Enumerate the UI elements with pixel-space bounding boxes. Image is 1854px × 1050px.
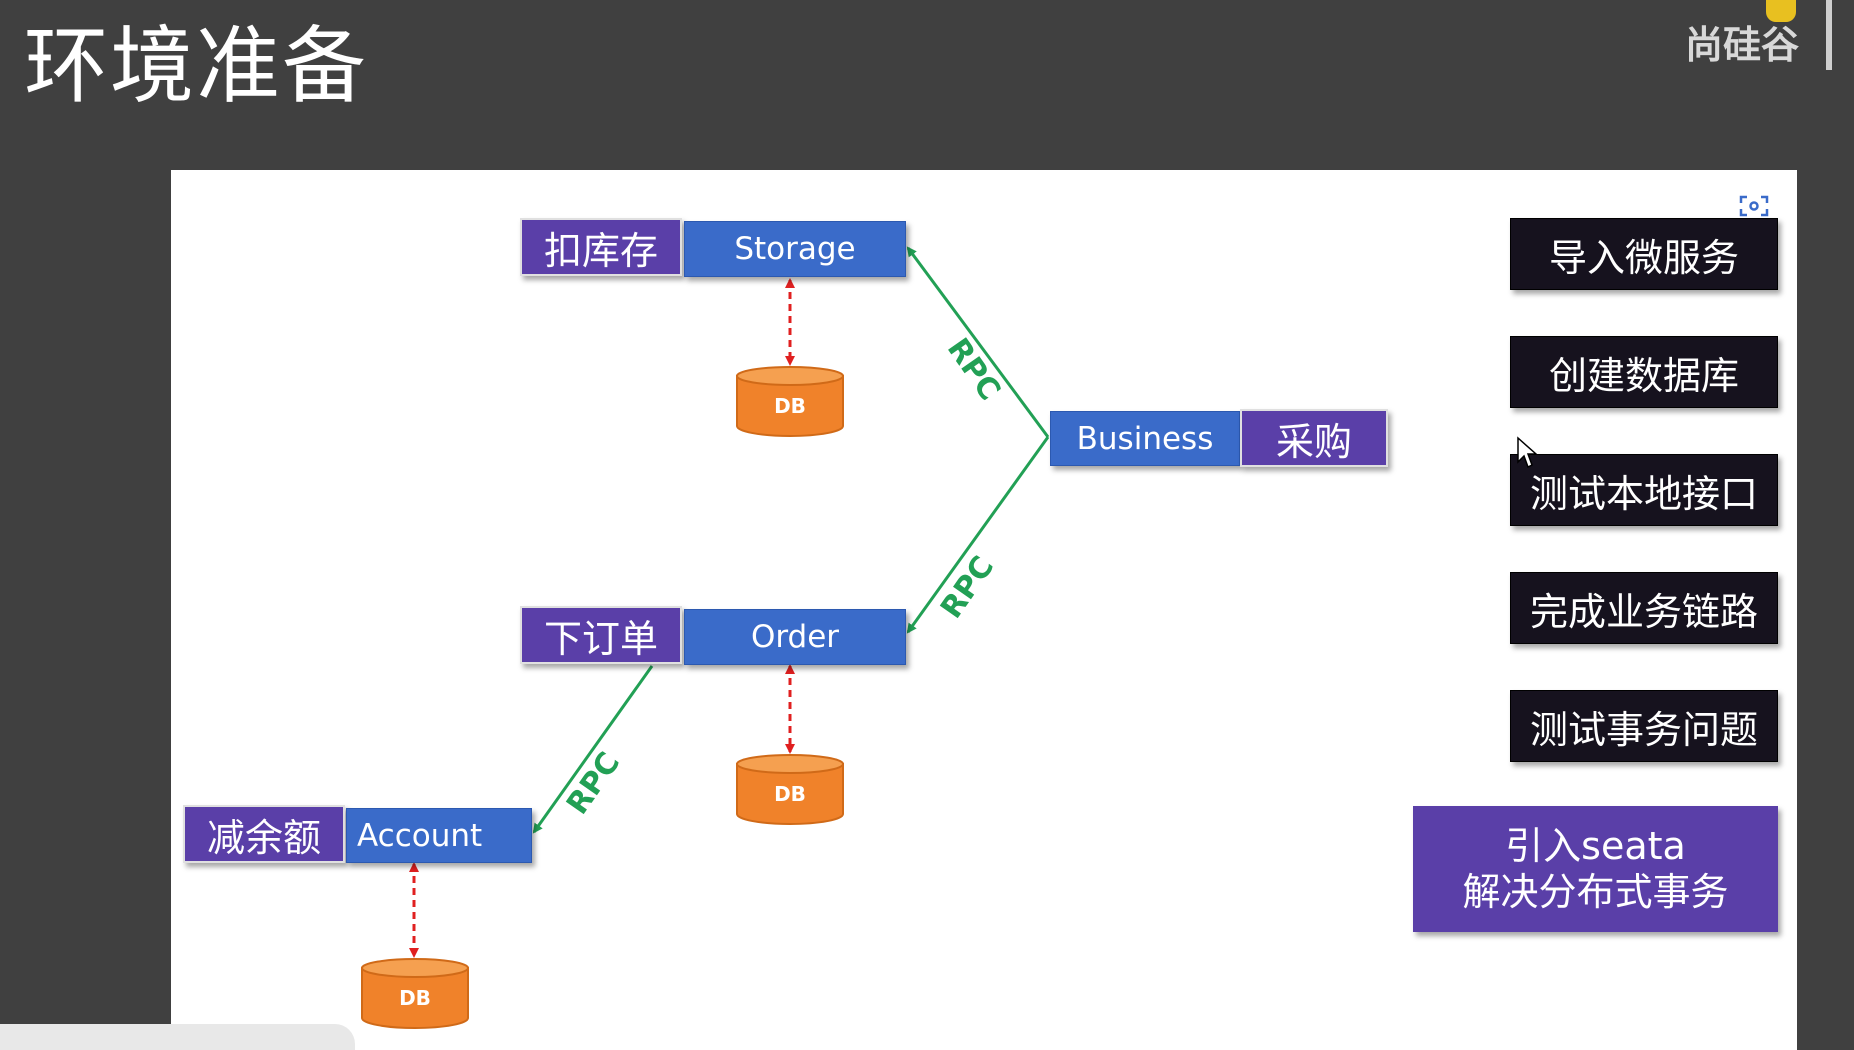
- tag-business: 采购: [1240, 409, 1388, 467]
- step-import-services: 导入微服务: [1510, 218, 1778, 290]
- seata-line1: 引入seata: [1505, 824, 1686, 868]
- database-icon: [361, 958, 469, 1029]
- rpc-line-business-order: [906, 436, 1050, 634]
- seata-box: 引入seata 解决分布式事务: [1413, 806, 1778, 932]
- service-order: Order: [684, 609, 906, 665]
- database-icon: [736, 366, 844, 437]
- brand-logo-text: 尚硅谷: [1685, 23, 1800, 67]
- db-storage: DB: [736, 366, 844, 438]
- step-test-local-api: 测试本地接口: [1510, 454, 1778, 526]
- step-test-transaction-issue: 测试事务问题: [1510, 690, 1778, 762]
- brand-side-icon: [1826, 0, 1854, 70]
- seata-line2: 解决分布式事务: [1462, 870, 1729, 914]
- brand-mark-icon: [1766, 0, 1796, 22]
- service-account: Account: [346, 808, 532, 863]
- service-business: Business: [1050, 411, 1240, 466]
- tag-account: 减余额: [183, 805, 345, 863]
- tag-order: 下订单: [520, 606, 682, 664]
- db-label: DB: [774, 394, 806, 418]
- tag-storage: 扣库存: [520, 218, 682, 276]
- service-storage: Storage: [684, 221, 906, 277]
- screenshot-focus-icon[interactable]: [1739, 195, 1769, 217]
- db-order: DB: [736, 754, 844, 826]
- database-icon: [736, 754, 844, 825]
- step-complete-business-chain: 完成业务链路: [1510, 572, 1778, 644]
- db-account: DB: [361, 958, 469, 1030]
- mouse-cursor-icon: [1517, 436, 1538, 469]
- db-label: DB: [774, 782, 806, 806]
- db-label: DB: [399, 986, 431, 1010]
- player-toolbar[interactable]: [0, 1024, 355, 1050]
- step-create-database: 创建数据库: [1510, 336, 1778, 408]
- rpc-line-business-storage: [906, 246, 1050, 438]
- slide-title: 环境准备: [24, 17, 369, 115]
- rpc-line-order-account: [532, 665, 654, 834]
